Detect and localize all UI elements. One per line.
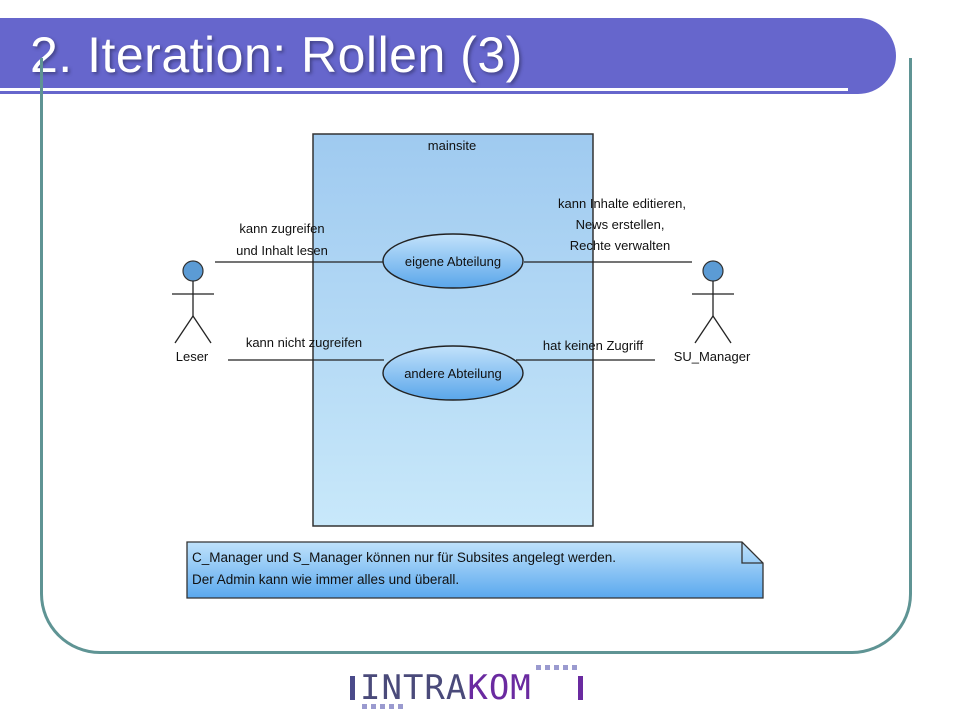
actor-leser-head (182, 260, 204, 282)
note-box (186, 541, 764, 599)
logo-dots (350, 665, 583, 709)
actor-su-manager-label: SU_Manager (674, 349, 751, 364)
title-bar (0, 18, 896, 94)
label-leser-andere: kann nicht zugreifen (246, 335, 362, 350)
use-case-eigene-abteilung (382, 233, 524, 289)
label-manager-andere: hat keinen Zugriff (543, 338, 644, 353)
label-leser-eigene-line1: kann zugreifen (239, 221, 324, 236)
label-manager-eigene-line2: News erstellen, (576, 217, 665, 232)
logo-kom: KOM (467, 668, 532, 708)
logo-intra: INTRA (360, 668, 468, 708)
logo-text: INTRAKOM (360, 666, 532, 710)
content-frame (40, 58, 912, 654)
actor-su-manager (692, 260, 734, 344)
system-boundary (312, 133, 594, 527)
use-case-andere-abteilung (382, 345, 524, 401)
actor-leser (172, 260, 214, 344)
use-case-andere-label: andere Abteilung (404, 366, 502, 381)
note-line2: Der Admin kann wie immer alles und übera… (192, 572, 459, 587)
actor-su-manager-head (702, 260, 724, 282)
note-line1: C_Manager und S_Manager können nur für S… (192, 550, 616, 565)
system-boundary-label: mainsite (428, 138, 476, 153)
title-underline (0, 88, 848, 91)
label-manager-eigene-line3: Rechte verwalten (570, 238, 670, 253)
slide-title: 2. Iteration: Rollen (3) (30, 27, 523, 83)
note-fold (741, 542, 763, 564)
label-leser-eigene-line2: und Inhalt lesen (236, 243, 328, 258)
intrakom-logo: INTRAKOM (346, 660, 586, 716)
actor-leser-label: Leser (176, 349, 209, 364)
use-case-eigene-label: eigene Abteilung (405, 254, 501, 269)
label-manager-eigene-line1: kann Inhalte editieren, (558, 196, 686, 211)
